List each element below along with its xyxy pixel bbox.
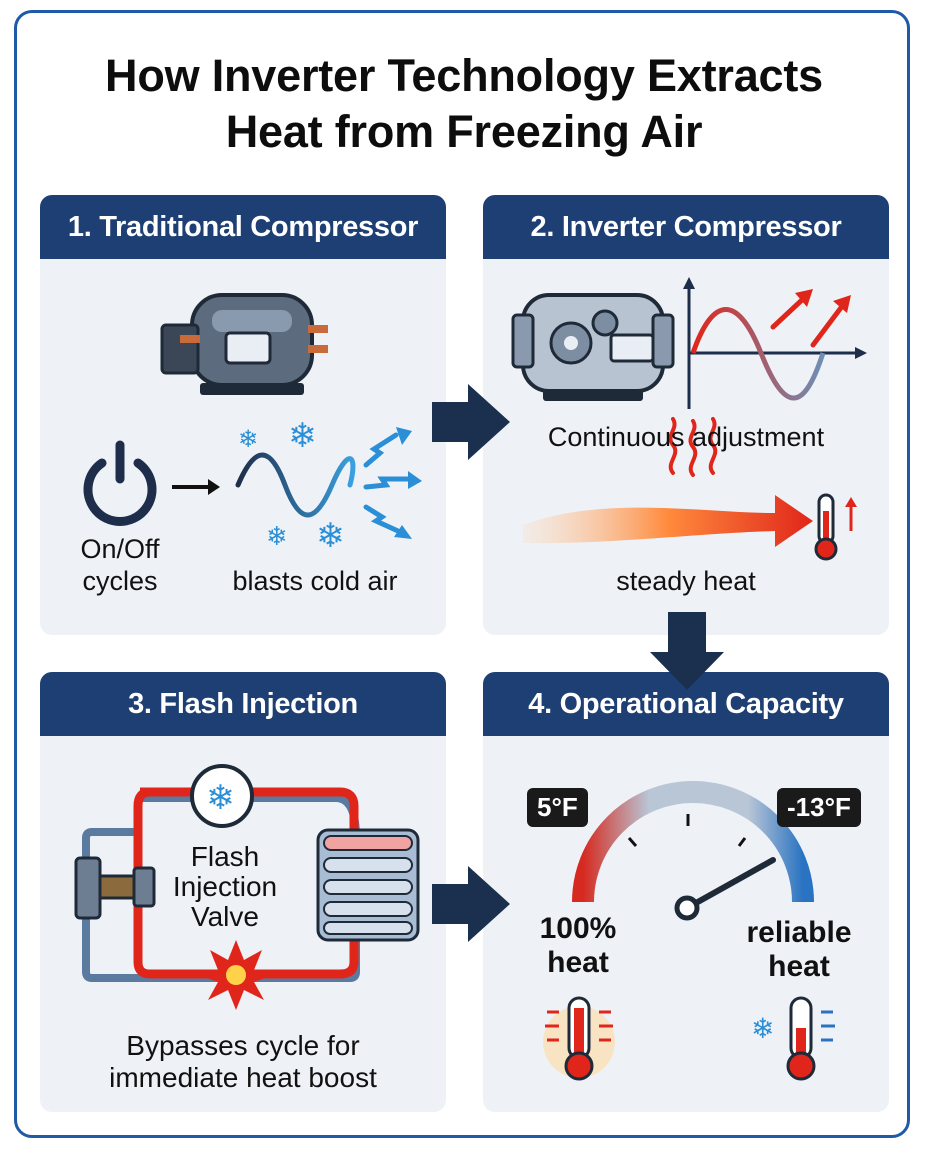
svg-text:❄: ❄ — [751, 1012, 774, 1045]
panel-heading: 3. Flash Injection — [40, 672, 446, 736]
on-off-label-line-1: On/Off — [80, 534, 160, 564]
snowflake-icon: ❄ — [288, 416, 317, 456]
full-heat-label-line-1: 100% — [539, 912, 617, 945]
power-icon — [83, 440, 157, 526]
wave-icon — [235, 452, 356, 518]
full-heat-label-line-2: heat — [547, 946, 609, 979]
continuous-adjustment-label: Continuous adjustment — [547, 422, 825, 452]
title-line-2: Heat from Freezing Air — [225, 106, 703, 157]
hot-thermometer-icon — [543, 996, 615, 1081]
thermometer-rising-icon — [814, 493, 857, 561]
page-title: How Inverter Technology Extracts Heat fr… — [0, 48, 928, 160]
cold-air-arrows-icon — [363, 427, 422, 539]
flash-description-line-2: immediate heat boost — [109, 1062, 377, 1093]
heat-waves-icon — [668, 417, 718, 477]
heat-exchanger-coil-icon — [316, 828, 420, 942]
snowflake-icon: ❄ — [190, 764, 254, 828]
cold-air-label: blasts cold air — [232, 566, 398, 596]
panel-flash-injection: 3. Flash Injection ❄ — [40, 672, 446, 1112]
valve-label: Flash Injection Valve — [150, 842, 300, 932]
reliable-heat-label-line-1: reliable — [746, 916, 852, 949]
svg-text:❄: ❄ — [206, 778, 235, 818]
panel-heading: 2. Inverter Compressor — [483, 195, 889, 259]
snowflake-icon: ❄ — [238, 425, 258, 453]
reliable-heat-label: reliable heat — [719, 916, 879, 984]
on-off-label-line-2: cycles — [82, 566, 158, 596]
callout-low-temp: -13°F — [777, 788, 861, 827]
valve-label-line-3: Valve — [191, 901, 259, 932]
heat-arrow-icon — [523, 495, 813, 547]
callout-high-temp: 5°F — [527, 788, 588, 827]
flash-description-line-1: Bypasses cycle for — [126, 1030, 360, 1061]
cold-thermometer-icon: ❄ — [751, 996, 835, 1081]
panel-operational-capacity: 4. Operational Capacity — [483, 672, 889, 1112]
sine-graph-icon — [683, 277, 867, 409]
flash-description: Bypasses cycle for immediate heat boost — [40, 1030, 446, 1094]
full-heat-label: 100% heat — [503, 912, 653, 980]
arrow-right-icon — [172, 479, 220, 495]
steady-heat-label: steady heat — [616, 566, 756, 596]
gauge-icon — [572, 781, 814, 921]
burst-icon — [196, 940, 276, 1010]
compressor-icon — [160, 293, 328, 395]
inverter-compressor-icon — [511, 293, 675, 401]
title-line-1: How Inverter Technology Extracts — [105, 50, 823, 101]
snowflake-icon: ❄ — [266, 522, 288, 552]
panel-inverter-compressor: 2. Inverter Compressor — [483, 195, 889, 635]
panel-traditional-compressor: 1. Traditional Compressor — [40, 195, 446, 635]
reliable-heat-label-line-2: heat — [768, 950, 830, 983]
panel-heading: 1. Traditional Compressor — [40, 195, 446, 259]
valve-label-line-2: Injection — [172, 871, 278, 902]
snowflake-icon: ❄ — [316, 516, 345, 556]
valve-label-line-1: Flash — [190, 841, 260, 872]
valve-icon — [74, 856, 156, 920]
on-off-label: On/Off cycles — [60, 533, 180, 597]
